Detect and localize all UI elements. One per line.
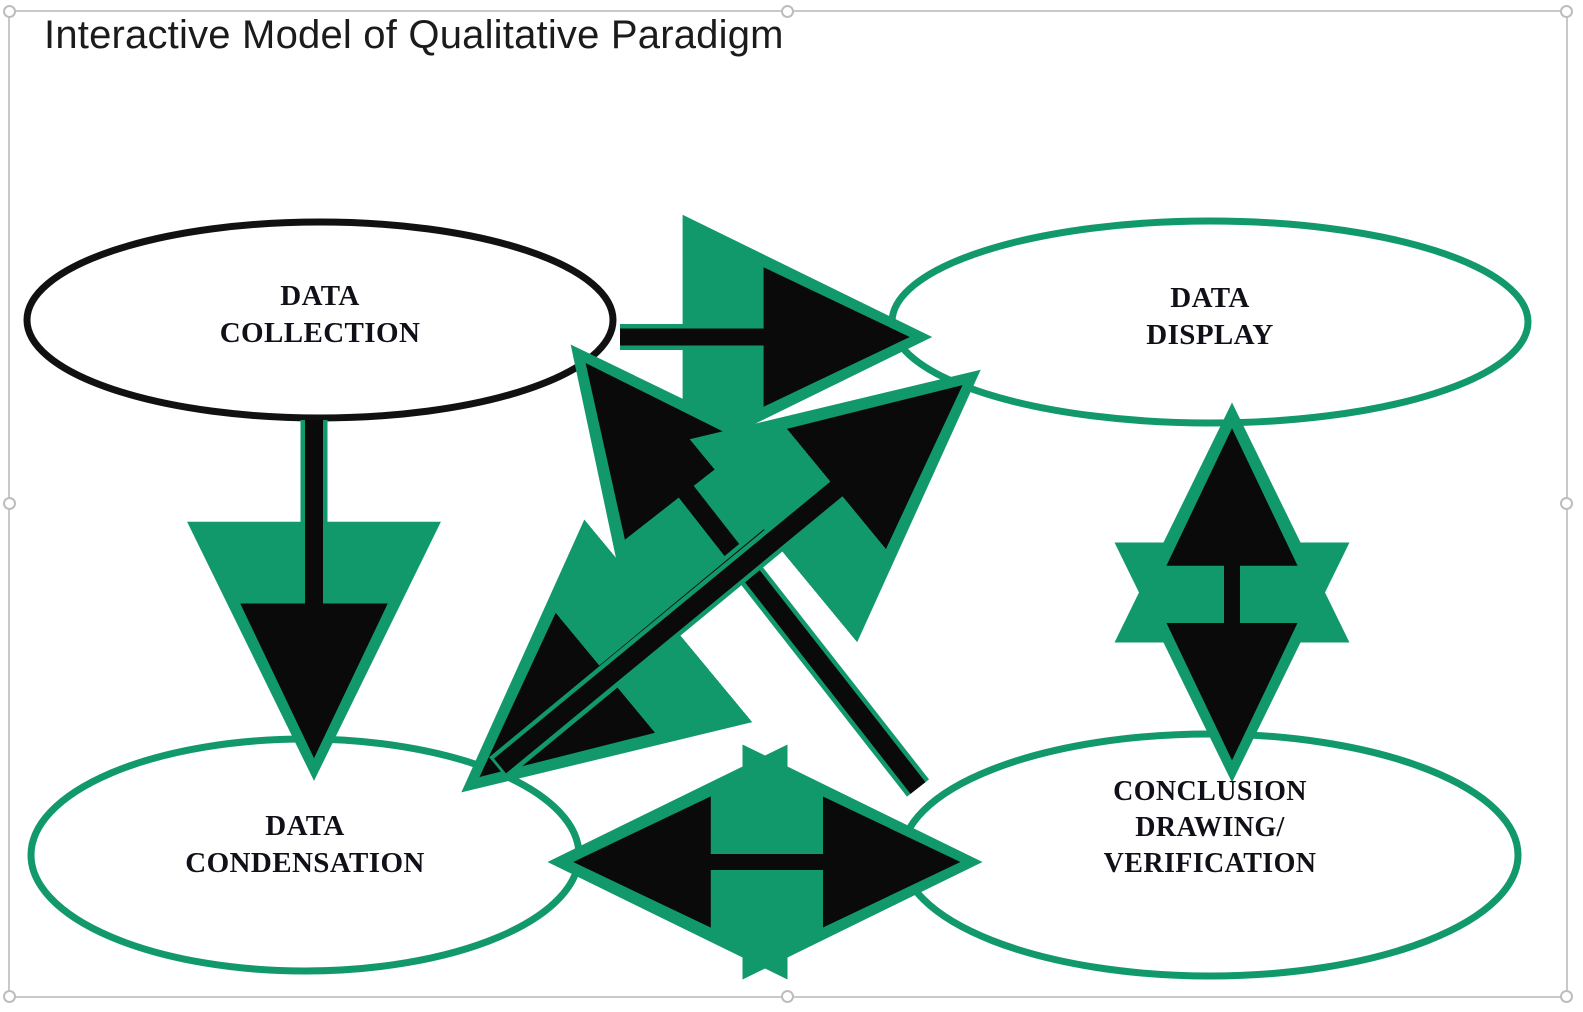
resize-handle-bottom-center[interactable]: [781, 990, 794, 1003]
node-data-display[interactable]: [888, 217, 1532, 427]
page-title: Interactive Model of Qualitative Paradig…: [44, 13, 784, 57]
selection-frame[interactable]: [3, 5, 1573, 1003]
node-conclusion-drawing-verification[interactable]: [898, 730, 1522, 980]
resize-handle-top-left[interactable]: [3, 5, 16, 18]
node-data-condensation[interactable]: [27, 735, 583, 975]
node-data-collection[interactable]: [23, 218, 617, 422]
resize-handle-top-center[interactable]: [781, 5, 794, 18]
resize-handle-bottom-left[interactable]: [3, 990, 16, 1003]
resize-handle-middle-right[interactable]: [1560, 497, 1573, 510]
resize-handle-middle-left[interactable]: [3, 497, 16, 510]
resize-handle-bottom-right[interactable]: [1560, 990, 1573, 1003]
resize-handle-top-right[interactable]: [1560, 5, 1573, 18]
edge-condensation-to-display[interactable]: [489, 369, 981, 779]
